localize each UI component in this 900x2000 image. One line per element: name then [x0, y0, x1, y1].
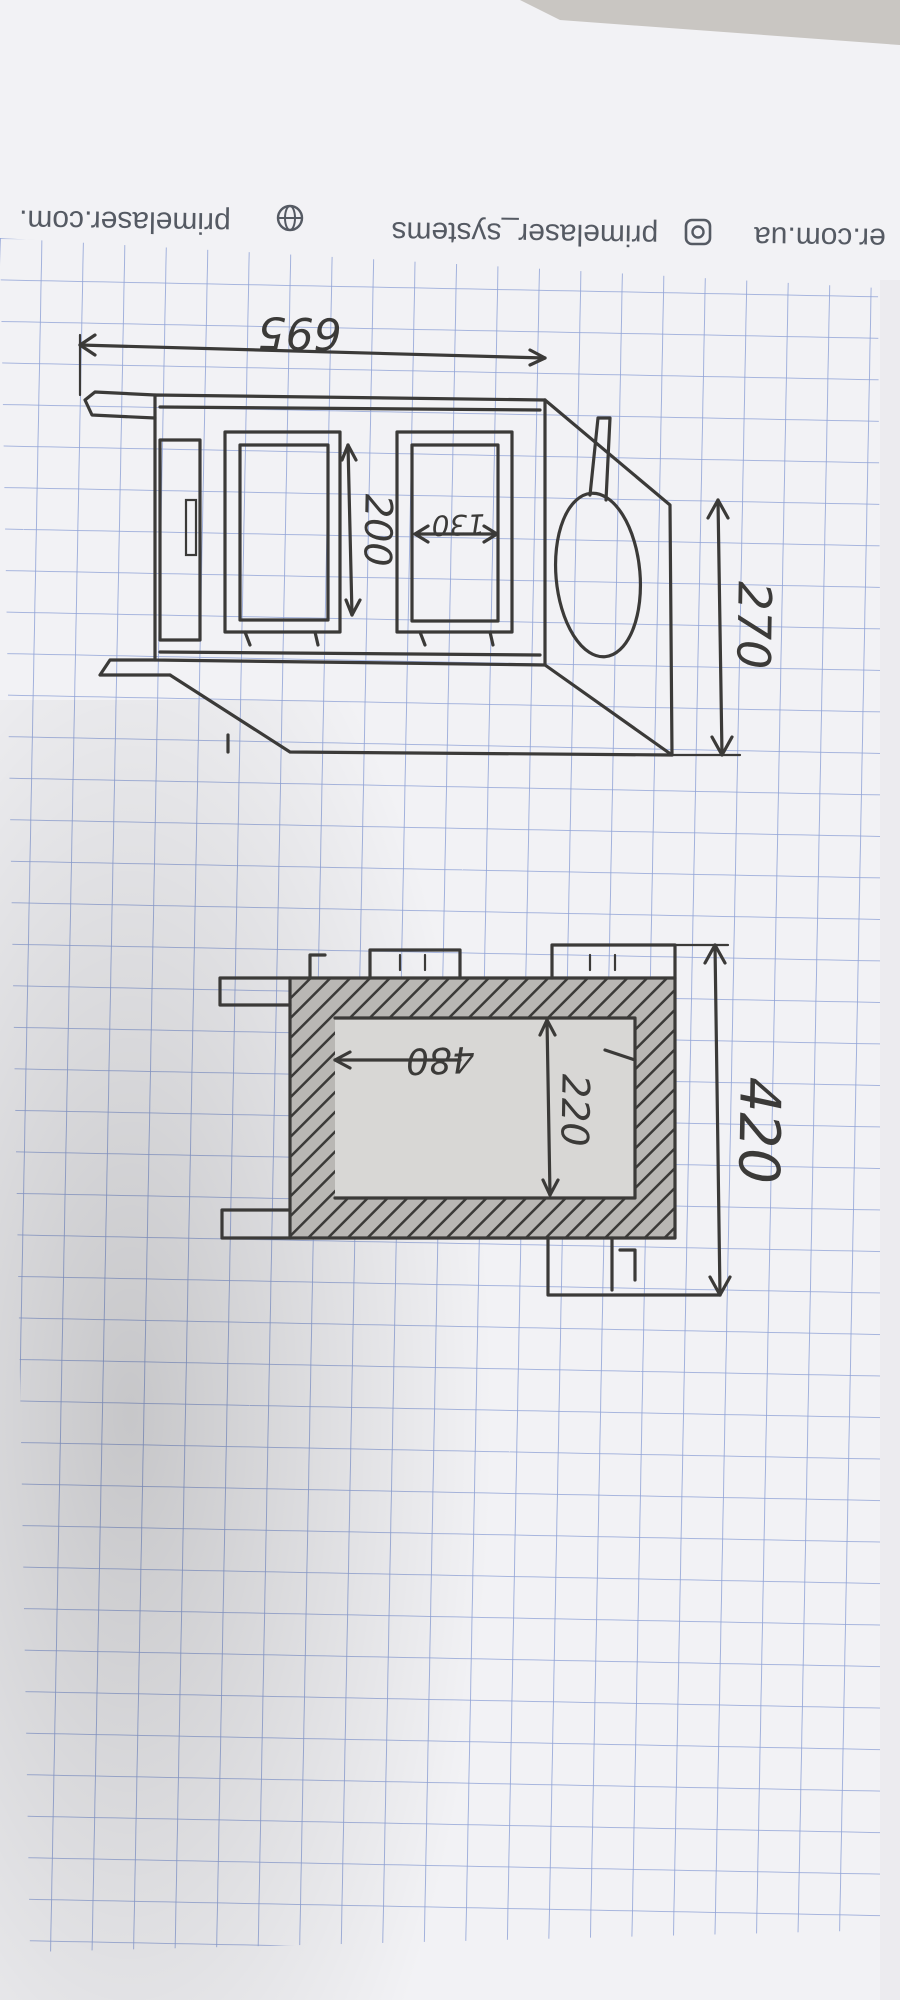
- side-view-drawing: [78, 333, 742, 757]
- globe-icon: [276, 204, 304, 232]
- dimension-label-220: 220: [552, 1074, 597, 1147]
- instagram-icon: [684, 218, 712, 246]
- dimension-label-270: 270: [726, 581, 782, 670]
- dimension-label-200: 200: [355, 494, 400, 567]
- dimension-label-695: 695: [257, 306, 342, 358]
- dimension-label-130: 130: [431, 507, 486, 542]
- section-view-drawing: [218, 943, 732, 1297]
- dimension-label-420: 420: [725, 1076, 792, 1184]
- dimension-label-480: 480: [405, 1038, 475, 1081]
- header-site-fragment: er.com.ua: [753, 220, 885, 255]
- header-instagram-handle: primelaser_systems: [391, 215, 658, 252]
- header-website: primelaser.com.: [19, 204, 231, 240]
